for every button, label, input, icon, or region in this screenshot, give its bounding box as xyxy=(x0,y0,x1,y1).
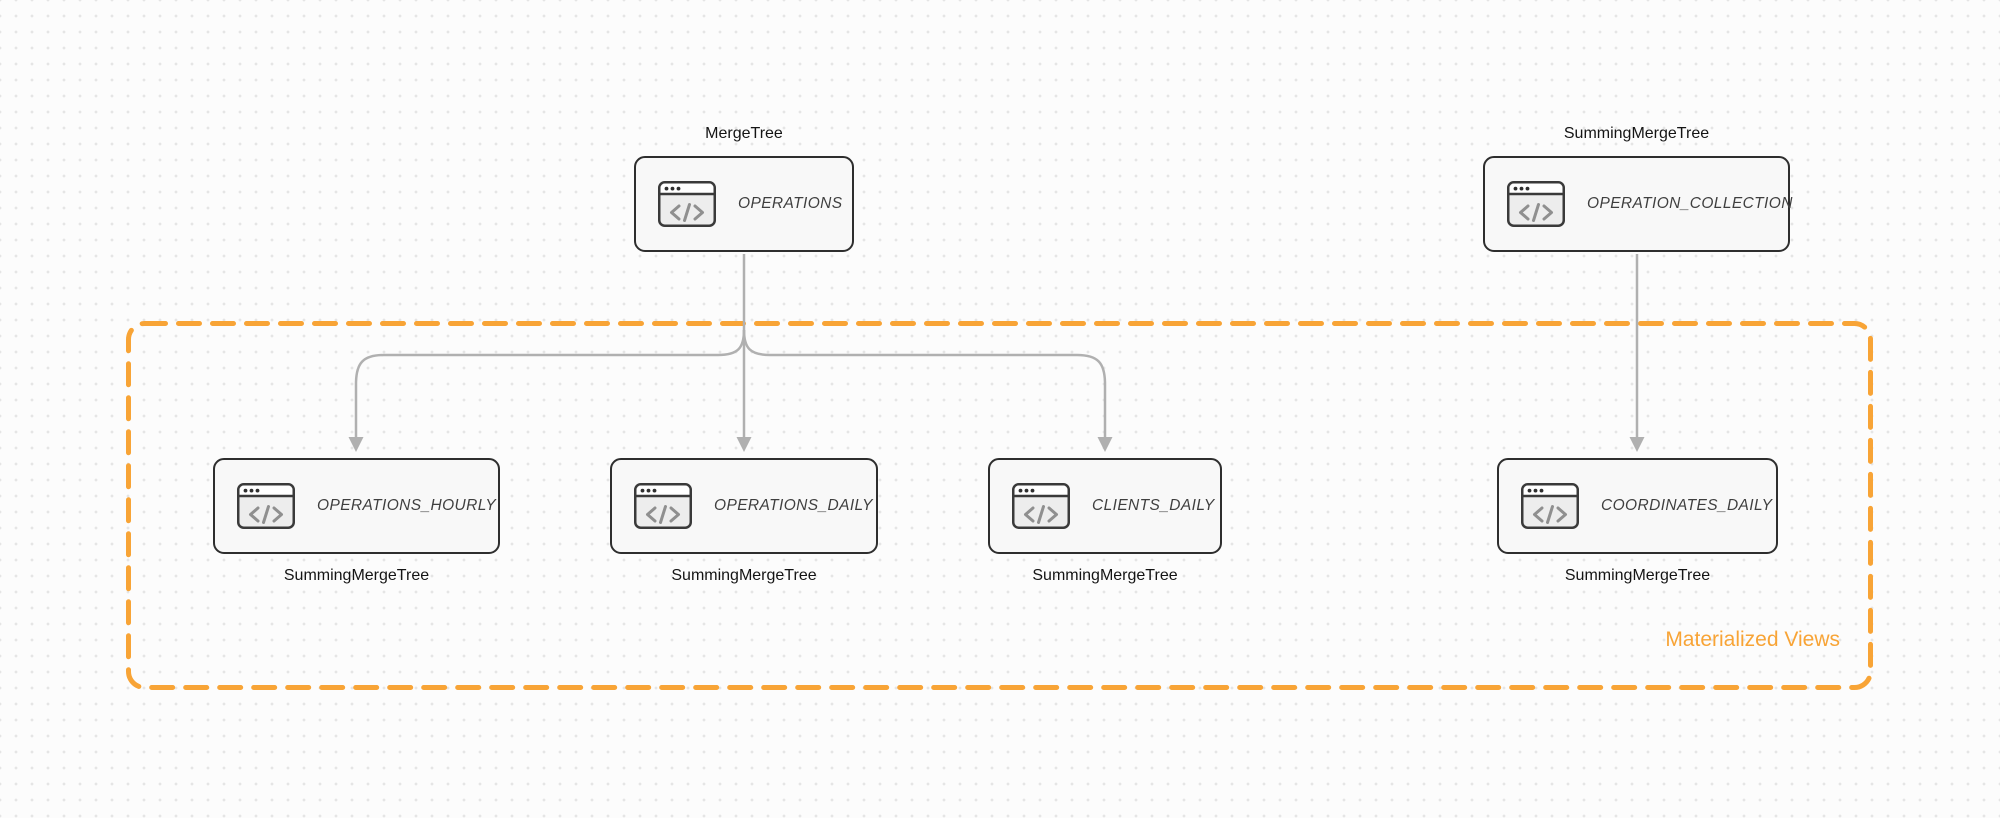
engine-label: SummingMergeTree xyxy=(1032,567,1178,584)
engine-label: SummingMergeTree xyxy=(671,567,817,584)
table-name: OPERATION_COLLECTION xyxy=(1587,195,1793,212)
arrowhead-icon xyxy=(348,437,364,452)
table-name: COORDINATES_DAILY xyxy=(1601,497,1773,514)
arrowhead-icon xyxy=(1629,437,1645,452)
table-card-operations[interactable]: OPERATIONS xyxy=(634,156,854,252)
arrowhead-icon xyxy=(736,437,752,452)
materialized-views-group-outline xyxy=(126,321,1873,690)
materialized-views-group-label: Materialized Views xyxy=(1665,628,1840,651)
table-name: OPERATIONS xyxy=(738,195,843,212)
code-window-icon xyxy=(658,181,716,227)
table-card-operations-daily[interactable]: OPERATIONS_DAILY xyxy=(610,458,878,554)
engine-label: SummingMergeTree xyxy=(1564,567,1711,584)
edge-operations-to-clients-daily xyxy=(742,329,1107,438)
edge-operations-to-operations-hourly xyxy=(354,329,746,438)
code-window-icon xyxy=(237,483,295,529)
table-card-coordinates-daily[interactable]: COORDINATES_DAILY xyxy=(1497,458,1778,554)
code-window-icon xyxy=(1012,483,1070,529)
node-operations-daily: SummingMergeTree OPERATIONS_DAILY xyxy=(610,458,878,584)
engine-label: SummingMergeTree xyxy=(1563,125,1710,142)
code-window-icon xyxy=(1521,483,1579,529)
table-name: OPERATIONS_HOURLY xyxy=(317,497,497,514)
engine-label: SummingMergeTree xyxy=(283,567,430,584)
node-coordinates-daily: SummingMergeTree COORDINATES_DAILY xyxy=(1497,458,1778,584)
engine-label: MergeTree xyxy=(705,125,783,142)
node-operations: MergeTree OPERATIONS xyxy=(634,125,854,252)
table-card-operations-hourly[interactable]: OPERATIONS_HOURLY xyxy=(213,458,500,554)
table-card-operation-collection[interactable]: OPERATION_COLLECTION xyxy=(1483,156,1793,252)
table-name: CLIENTS_DAILY xyxy=(1092,497,1215,514)
table-card-clients-daily[interactable]: CLIENTS_DAILY xyxy=(988,458,1222,554)
node-operations-hourly: SummingMergeTree OPERATIONS_HOURLY xyxy=(213,458,500,584)
table-name: OPERATIONS_DAILY xyxy=(714,497,873,514)
node-clients-daily: SummingMergeTree CLIENTS_DAILY xyxy=(988,458,1222,584)
code-window-icon xyxy=(1507,181,1565,227)
arrowhead-icon xyxy=(1097,437,1113,452)
code-window-icon xyxy=(634,483,692,529)
node-operation-collection: SummingMergeTree OPERATION_COLLECTION xyxy=(1483,125,1793,252)
